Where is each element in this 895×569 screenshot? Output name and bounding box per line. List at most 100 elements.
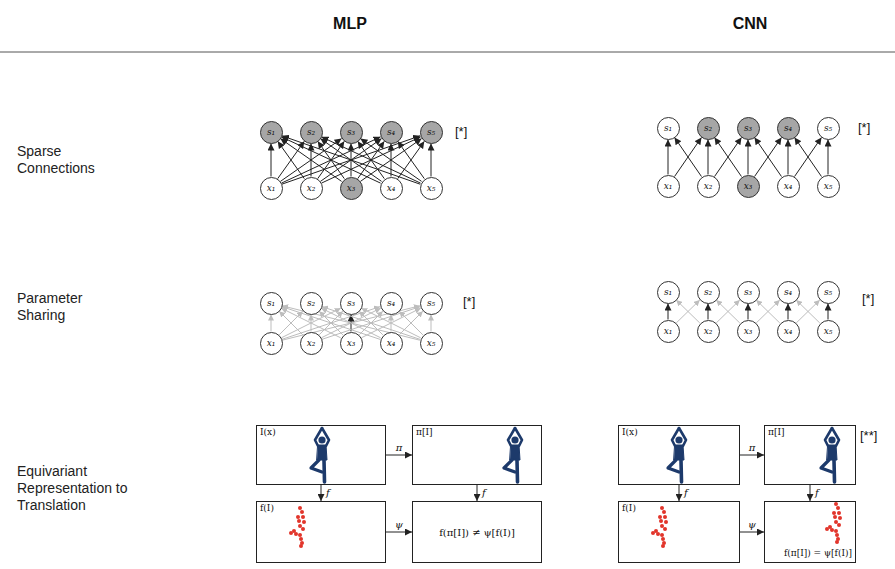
row-label: Sparse Connections	[17, 143, 127, 177]
unit-circle: s₄	[777, 117, 800, 140]
unit-circle: s₄	[380, 292, 403, 315]
connector	[322, 307, 420, 340]
connector	[788, 140, 789, 175]
unit-label: x₅	[427, 339, 436, 348]
unit-label: x₄	[387, 339, 396, 348]
connector	[788, 304, 789, 320]
edge-label: π	[748, 443, 757, 453]
unit-circle: x₃	[340, 177, 363, 200]
unit-label: s₂	[704, 288, 712, 297]
connector	[795, 137, 822, 176]
unit-label: x₃	[347, 184, 356, 193]
unit-label: s₄	[387, 128, 395, 137]
image-panel: π[I]	[412, 425, 542, 485]
unit-circle: s₂	[697, 117, 720, 140]
unit-circle: s₂	[697, 281, 720, 304]
unit-label: s₅	[824, 124, 832, 133]
unit-circle: s₅	[420, 121, 443, 144]
image-panel: f(I)	[618, 501, 740, 563]
unit-label: s₂	[307, 299, 315, 308]
unit-label: x₃	[744, 182, 753, 191]
unit-circle: x₅	[817, 175, 840, 198]
unit-circle: s₄	[380, 121, 403, 144]
connector	[708, 140, 709, 175]
connector	[280, 139, 341, 182]
edge-label: f	[481, 488, 487, 498]
connector	[668, 304, 669, 320]
connector	[810, 485, 811, 501]
unit-circle: s₅	[817, 117, 840, 140]
unit-label: x₂	[307, 339, 316, 348]
connector	[679, 485, 680, 501]
connector	[398, 141, 425, 178]
edge-label: f	[814, 488, 820, 498]
connector	[828, 304, 829, 320]
unit-circle: x₁	[260, 332, 283, 355]
unit-circle: s₁	[260, 121, 283, 144]
image-panel: I(x)	[256, 425, 386, 485]
unit-label: x₁	[267, 184, 276, 193]
unit-circle: s₁	[260, 292, 283, 315]
unit-circle: s₃	[340, 292, 363, 315]
image-panel: f(I)	[256, 501, 386, 563]
connector	[360, 139, 421, 182]
connector	[321, 137, 420, 183]
connector	[386, 532, 412, 533]
unit-label: x₂	[704, 327, 713, 336]
connector	[271, 144, 272, 177]
row-label: Parameter Sharing	[17, 290, 127, 324]
unit-label: s₁	[267, 299, 275, 308]
unit-circle: x₄	[777, 320, 800, 343]
dancer-figure	[668, 428, 686, 482]
unit-label: s₅	[824, 288, 832, 297]
connector	[796, 300, 820, 323]
connector	[431, 315, 432, 332]
unit-label: x₃	[744, 327, 753, 336]
panel-label: π[I]	[768, 428, 785, 438]
connector	[828, 140, 829, 175]
connector	[796, 300, 820, 323]
connector	[281, 137, 380, 183]
unit-label: x₁	[267, 339, 276, 348]
unit-circle: x₁	[657, 175, 680, 198]
header-rule	[0, 52, 895, 53]
unit-label: s₄	[784, 124, 792, 133]
row-label: Equivariant Representation to Translatio…	[17, 463, 149, 513]
unit-label: s₄	[387, 299, 395, 308]
connector	[748, 304, 749, 320]
unit-circle: x₄	[380, 177, 403, 200]
connector	[280, 139, 341, 182]
image-panel: f(π[I]) ≠ ψ[f(I)]	[412, 501, 542, 563]
unit-circle: x₂	[697, 320, 720, 343]
citation-mark: [*]	[463, 294, 475, 310]
unit-circle: x₁	[260, 177, 283, 200]
connector	[322, 307, 420, 340]
citation-mark: [*]	[455, 124, 467, 140]
image-panel: f(π[I]) = ψ[f(I)]	[764, 501, 856, 563]
connector	[281, 137, 380, 183]
unit-label: x₄	[387, 184, 396, 193]
unit-label: s₁	[664, 124, 672, 133]
connector	[716, 300, 740, 323]
column-header: CNN	[733, 14, 768, 33]
unit-label: s₃	[347, 299, 355, 308]
unit-label: s₅	[427, 299, 435, 308]
edge-label: ψ	[394, 520, 404, 530]
unit-circle: x₄	[777, 175, 800, 198]
keypoint-dots	[289, 506, 306, 548]
connector	[740, 455, 764, 456]
unit-circle: s₃	[340, 121, 363, 144]
connector	[321, 485, 322, 501]
unit-circle: x₅	[420, 177, 443, 200]
panel-label: f(I)	[622, 504, 636, 514]
unit-circle: s₂	[300, 121, 323, 144]
keypoint-dots	[651, 506, 668, 548]
unit-circle: x₁	[657, 320, 680, 343]
connector	[282, 307, 380, 340]
unit-circle: s₁	[657, 281, 680, 304]
unit-label: s₅	[427, 128, 435, 137]
unit-label: x₁	[664, 327, 673, 336]
connector	[668, 140, 669, 175]
unit-label: x₅	[824, 182, 833, 191]
unit-label: s₄	[784, 288, 792, 297]
